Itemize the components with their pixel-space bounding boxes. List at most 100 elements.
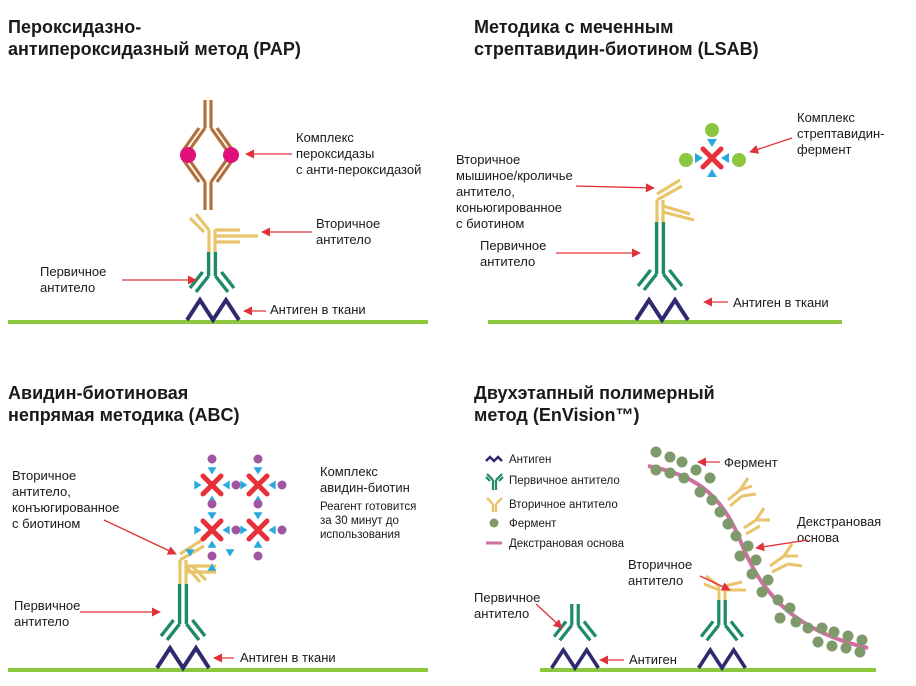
biotin-triangle-left [695,153,703,163]
abc-reagent-note-line: Реагент готовится [320,501,417,513]
pap-graphics [8,100,428,324]
abc-primary-antibody-stroke [165,622,181,642]
pap-secondary-antibody-stroke [194,212,211,232]
pap-complex-antibody-stroke [209,157,230,183]
avidin-x-mark [200,473,224,497]
lsab-primary-antibody-stroke [636,268,652,288]
pap-secondary-antibody-stroke [188,216,206,234]
enzyme-dot [826,640,838,652]
envision-graphics [485,446,876,672]
polymer-secondary-antibody-stroke [769,554,785,568]
avidin-x-mark [246,473,270,497]
biotin-triangle [194,525,202,535]
envision-title-line-1: Двухэтапный полимерный [474,383,715,403]
enzyme-dot [664,451,676,463]
envision-right-primary [699,600,745,642]
polymer-secondary-antibody-stroke [754,507,766,521]
antigen-shape [697,646,747,672]
pap-complex-label-line: с анти-пероксидазой [296,162,422,177]
enzyme-dot [704,472,716,484]
legend-antigen-icon [485,455,503,463]
streptavidin-x-mark [700,146,724,170]
abc-secondary-label-line: антитело, [12,484,71,499]
lsab-primary-antibody [636,222,684,292]
legend-secondary-icon [486,497,503,512]
biotin-triangle [253,540,263,548]
avidin-dot [253,454,263,464]
pap-primary-label-line: Первичное [40,264,107,279]
legend-dextran-label: Декстрановая основа [509,538,624,550]
pap-primary-antibody-stroke [214,274,230,294]
legend-primary-icon-stroke [498,476,504,482]
polymer-secondary-antibody-stroke [741,492,757,498]
biotin-triangle [207,563,217,571]
polymer-secondary-antibody [769,543,803,574]
envision-secondary-label: Вторичное антитело [628,557,692,589]
enzyme-dot [812,636,824,648]
envision-right-primary-stroke [705,624,721,642]
envision-antigen-label: Антиген [629,652,677,667]
polymer-secondary-antibody-stroke [771,562,789,574]
polymer-secondary-antibody-stroke [738,477,750,491]
enzyme-dot [690,464,702,476]
legend-primary-icon [485,473,504,490]
enzyme-dot [784,602,796,614]
enzyme-dot [694,486,706,498]
lsab-primary-label-line: антитело [480,254,536,269]
envision-dextran-label: Декстрановая основа [797,514,881,546]
enzyme-dot [746,568,758,580]
lsab-complex-label-line: фермент [797,142,852,157]
lsab-primary-antibody-stroke [662,272,678,292]
envision-primary-label-line: Первичное [474,590,541,605]
envision-right-primary-stroke [699,620,715,638]
polymer-secondary-antibody [743,507,770,536]
enzyme-dot [790,616,802,628]
avidin-dot [277,480,287,490]
abc-primary-antibody [159,584,207,642]
antigen-shape [634,296,690,324]
abc-secondary-antibody-stroke [184,564,202,584]
enzyme-dot-left [679,153,693,167]
x-stroke [200,518,224,542]
lsab-graphics [488,123,842,324]
biotin-triangle [194,480,202,490]
enzyme-dot [664,467,676,479]
envision-title-line-2: метод (EnVision™) [474,405,640,425]
biotin-triangle [253,512,263,520]
legend-enzyme-label: Фермент [509,518,557,530]
abc-secondary-antibody-stroke [190,564,208,582]
abc-secondary-antibody-stroke [179,538,203,556]
enzyme-dot [854,646,866,658]
enzyme-dot [706,494,718,506]
envision-secondary-arrow [699,575,731,591]
envision-dextran-label-line: Декстрановая [797,514,882,529]
lsab-primary-antibody-stroke [642,272,658,292]
enzyme-dot [742,540,754,552]
biotin-triangle [268,525,276,535]
pap-primary-antibody-stroke [220,270,236,290]
abc-primary-antibody-stroke [185,622,201,642]
envision-secondary-label-line: антитело [628,573,684,588]
pap-complex-label: Комплекс пероксидазы с анти-пероксидазой [296,130,421,178]
polymer-secondary-antibody-stroke [727,488,741,502]
lsab-primary-label: Первичное антитело [480,238,546,270]
enzyme-dot [774,612,786,624]
biotin-triangle [222,525,230,535]
abc-complex-label-line: авидин-биотин [320,480,410,495]
envision-primary-label-line: антитело [474,606,530,621]
abc-secondary-label: Вторичное антитело, конъюгированное с би… [12,468,119,532]
polymer-secondary-antibody-stroke [745,524,761,536]
peroxidase-dot-left [180,147,196,163]
enzyme-dot [714,506,726,518]
envision-primary-label: Первичное антитело [474,590,540,622]
envision-title: Двухэтапный полимерный метод (EnVision™) [474,382,715,426]
lsab-complex-arrow [749,137,793,154]
pap-title-line-2: антипероксидазный метод (PAP) [8,39,301,59]
lsab-title: Методика с меченным стрептавидин-биотино… [474,16,759,60]
enzyme-dot [676,456,688,468]
envision-polymer-secondary-stroke [724,580,743,588]
abc-graphics [8,454,428,672]
lsab-secondary-label-line: с биотином [456,216,525,231]
pap-complex-antibody-stroke [209,127,230,153]
lsab-secondary-label-line: мышиное/кроличье [456,168,573,183]
